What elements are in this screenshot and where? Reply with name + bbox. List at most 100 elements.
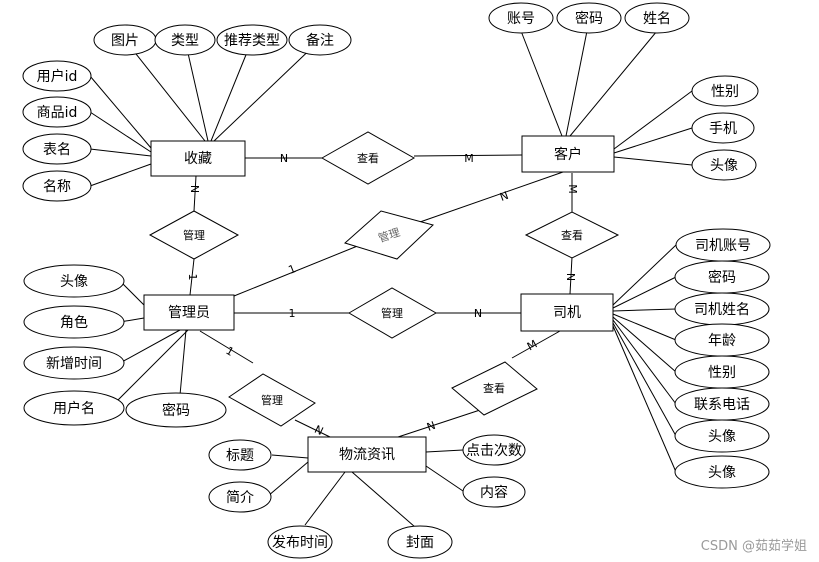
edge-driver-password [612, 276, 677, 309]
rel-customer-driver-label: 查看 [561, 228, 583, 242]
attr-favorite-name-label: 名称 [43, 179, 71, 195]
attr-favorite-remark: 备注 [288, 24, 352, 56]
attr-driver-password: 密码 [674, 260, 770, 294]
attr-customer-account-label: 账号 [507, 11, 535, 27]
edge-admin-rel3 [233, 244, 361, 297]
edge-driver-avatar1 [612, 322, 677, 437]
attr-customer-name-label: 姓名 [643, 11, 671, 27]
edge-rel7-news [294, 419, 331, 438]
edge-admin-rel7 [199, 330, 254, 364]
rel-driver-news: 查看 [451, 361, 538, 416]
card-customer-driver-bottom: N [564, 273, 577, 281]
connector-lines [89, 30, 693, 528]
rel-admin-customer: 管理 [344, 210, 434, 260]
edge-driver-gender [612, 316, 677, 373]
attr-driver-password-label: 密码 [708, 269, 736, 286]
edge-rel2-admin [189, 258, 195, 296]
attr-customer-gender: 性别 [691, 75, 759, 107]
attr-admin-addtime-label: 新增时间 [46, 356, 102, 372]
edge-customer-account [520, 30, 563, 137]
attr-customer-name: 姓名 [624, 2, 690, 34]
attr-favorite-productid: 商品id [22, 96, 92, 128]
attr-favorite-userid-label: 用户id [37, 68, 78, 85]
entity-logistics-news: 物流资讯 [307, 436, 427, 473]
edge-news-clicks [425, 449, 464, 453]
attr-favorite-type-label: 类型 [171, 33, 199, 49]
attr-customer-password: 密码 [556, 2, 622, 34]
attr-admin-username: 用户名 [23, 390, 125, 426]
rel-admin-driver: 管理 [348, 287, 438, 339]
card-customer-driver-top: M [566, 184, 579, 194]
attr-favorite-image-label: 图片 [111, 33, 139, 49]
attr-admin-username-label: 用户名 [53, 400, 95, 417]
attr-driver-avatar2-label: 头像 [708, 465, 736, 481]
entity-driver-label: 司机 [553, 305, 581, 321]
attr-admin-avatar: 头像 [23, 264, 125, 298]
attr-news-pubtime-label: 发布时间 [272, 535, 328, 551]
card-favorite-admin-bottom: 1 [186, 274, 199, 281]
rel-customer-driver: 查看 [524, 211, 620, 259]
edge-favorite-tablename [89, 148, 152, 157]
edge-news-cover [351, 471, 416, 528]
attr-favorite-productid-label: 商品id [37, 105, 78, 121]
attr-customer-phone-label: 手机 [709, 121, 737, 137]
card-driver-news-top: M [525, 337, 539, 353]
attr-driver-age: 年龄 [674, 323, 770, 357]
edge-rel4-driver [569, 256, 573, 295]
rel-favorite-customer-label: 查看 [357, 151, 379, 165]
attr-favorite-remark-label: 备注 [306, 32, 334, 49]
edge-favorite-productid [89, 111, 152, 153]
entity-driver: 司机 [520, 293, 614, 332]
edge-customer-avatar [613, 156, 693, 166]
rel-favorite-customer: 查看 [320, 131, 416, 185]
rel-favorite-admin: 管理 [148, 210, 240, 260]
attr-driver-avatar1: 头像 [674, 419, 770, 453]
attr-driver-age-label: 年龄 [708, 333, 736, 349]
card-favorite-customer-left: N [280, 152, 288, 165]
edge-news-title [271, 454, 309, 459]
card-admin-driver-left: 1 [289, 307, 296, 320]
attr-admin-avatar-label: 头像 [60, 274, 88, 290]
edge-driver-name [612, 308, 677, 312]
edge-favorite-remark [213, 39, 321, 142]
edge-favorite-rel2 [193, 175, 197, 212]
attr-driver-phone: 联系电话 [674, 387, 770, 421]
attr-admin-password-label: 密码 [162, 402, 190, 419]
attr-news-clicks: 点击次数 [462, 434, 526, 466]
attr-driver-account: 司机账号 [675, 228, 771, 262]
edge-admin-addtime [119, 329, 181, 364]
card-driver-news-bottom: N [425, 419, 437, 434]
edge-rel3-customer [419, 171, 564, 223]
rel-admin-customer-label: 管理 [376, 225, 401, 245]
card-favorite-customer-right: M [464, 152, 474, 165]
edge-rel1-customer [413, 154, 523, 157]
edge-favorite-userid [89, 75, 152, 149]
attr-admin-password: 密码 [125, 392, 227, 428]
edge-rel6-news [397, 409, 481, 438]
attr-driver-name: 司机姓名 [674, 292, 770, 326]
edge-favorite-recommend-type [210, 39, 253, 142]
rel-admin-news: 管理 [228, 373, 316, 427]
edge-driver-rel6 [511, 330, 561, 359]
attr-favorite-tablename: 表名 [22, 133, 92, 165]
card-admin-customer-left: 1 [287, 262, 298, 277]
attr-favorite-type: 类型 [154, 24, 216, 56]
edge-favorite-name [89, 163, 152, 187]
edge-admin-password [179, 329, 187, 396]
edge-customer-gender [613, 90, 693, 150]
attr-favorite-recommend-type: 推荐类型 [216, 24, 288, 56]
attr-news-content-label: 内容 [480, 484, 508, 501]
entity-favorite-label: 收藏 [184, 151, 212, 167]
edge-news-content [425, 465, 464, 492]
attr-driver-account-label: 司机账号 [695, 238, 751, 254]
edge-driver-account [612, 244, 677, 306]
attr-news-summary-label: 简介 [226, 489, 254, 506]
edge-admin-avatar [119, 280, 145, 306]
edge-customer-phone [613, 127, 693, 154]
attr-admin-role-label: 角色 [60, 314, 88, 331]
entity-customer-label: 客户 [554, 146, 582, 163]
attr-news-content: 内容 [462, 476, 526, 508]
attr-news-title: 标题 [208, 439, 272, 471]
attr-admin-addtime: 新增时间 [23, 346, 125, 380]
